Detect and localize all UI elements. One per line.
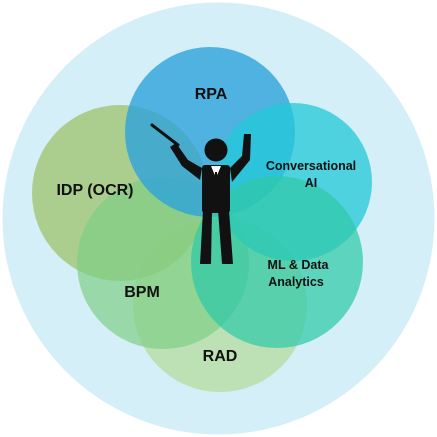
- conversational-ai-label-line2: AI: [305, 176, 318, 190]
- conductor-figure-icon: [150, 123, 251, 264]
- rad-label: RAD: [203, 348, 238, 365]
- idp-label: IDP (OCR): [56, 182, 133, 199]
- bpm-label: BPM: [124, 284, 160, 301]
- rpa-label: RPA: [195, 86, 228, 103]
- ml-data-analytics-circle: [191, 176, 363, 348]
- ml-data-analytics-label-line1: ML & Data: [268, 258, 330, 272]
- ml-data-analytics-label-line2: Analytics: [268, 275, 324, 289]
- conversational-ai-label-line1: Conversational: [266, 159, 356, 173]
